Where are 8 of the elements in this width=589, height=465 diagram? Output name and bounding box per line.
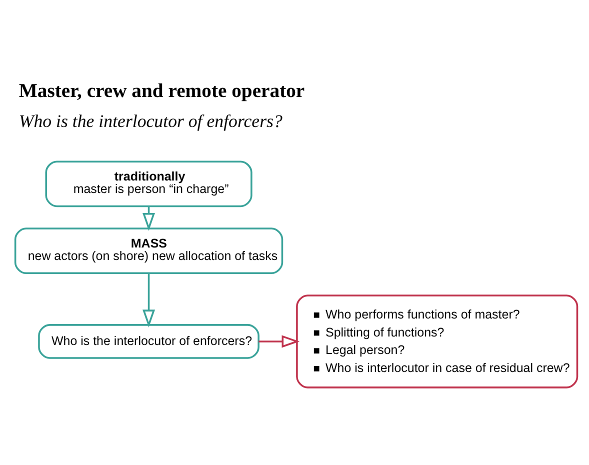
node-box: Who is the interlocutor of enforcers? xyxy=(38,324,260,358)
label: Who is the interlocutor of enforcers? xyxy=(18,110,282,130)
arrow xyxy=(142,272,156,328)
arrow xyxy=(258,334,300,348)
node-box: MASS new actors (on shore) new allocation of tasks xyxy=(14,227,284,274)
node-box: traditionally master is person “in charge” xyxy=(45,160,252,207)
node-box: Who performs functions of master? Splitting of functions? Legal person? Who is interlocutor in case of residual crew? xyxy=(296,294,578,388)
diagram-title: Master, crew and remote operator xyxy=(18,80,305,102)
